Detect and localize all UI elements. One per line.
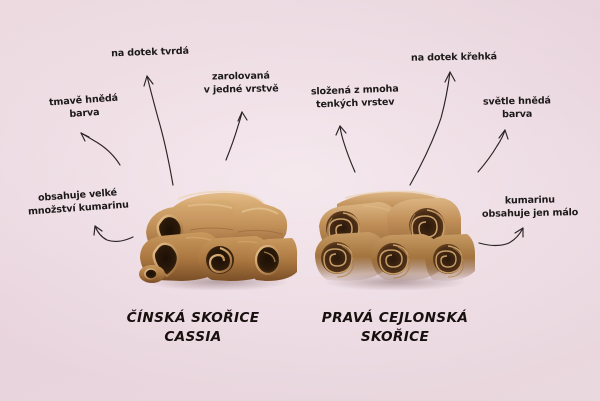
annotation-left-dark-brown-color: tmavě hnědá barva [48, 92, 119, 120]
annotation-left-rolled-single-layer: zarolovaná v jedné vrstvě [203, 70, 279, 96]
arrow-to-coumarin-high [93, 225, 134, 243]
arrow-to-coumarin-low [478, 227, 524, 247]
left-product-title: ČÍNSKÁ SKOŘICE CASSIA [126, 310, 260, 345]
cassia-cinnamon-pile [138, 168, 298, 291]
annotation-left-high-coumarin: obsahuje velké množství kumarinu [27, 187, 130, 218]
annotation-right-light-brown-color: světle hnědá barva [482, 95, 551, 120]
ceylon-cinnamon-pile [315, 168, 475, 291]
ceylon-pile-illustration [315, 190, 475, 291]
annotation-left-hard: na dotek tvrdá [110, 45, 189, 60]
arrow-to-dark-brown-color [80, 132, 121, 166]
arrow-to-light-brown-color [477, 129, 509, 173]
annotation-right-low-coumarin: kumarinu obsahuje jen málo [481, 194, 579, 220]
annotation-right-many-thin-layers: složená z mnoha tenkých vrstev [310, 83, 399, 110]
annotation-right-brittle: na dotek křehká [410, 51, 498, 64]
right-product-title: PRAVÁ CEJLONSKÁ SKOŘICE [321, 310, 469, 345]
arrow-to-many-layers [335, 125, 356, 173]
cassia-pile-illustration [139, 190, 298, 291]
arrow-to-single-layer [225, 111, 248, 161]
